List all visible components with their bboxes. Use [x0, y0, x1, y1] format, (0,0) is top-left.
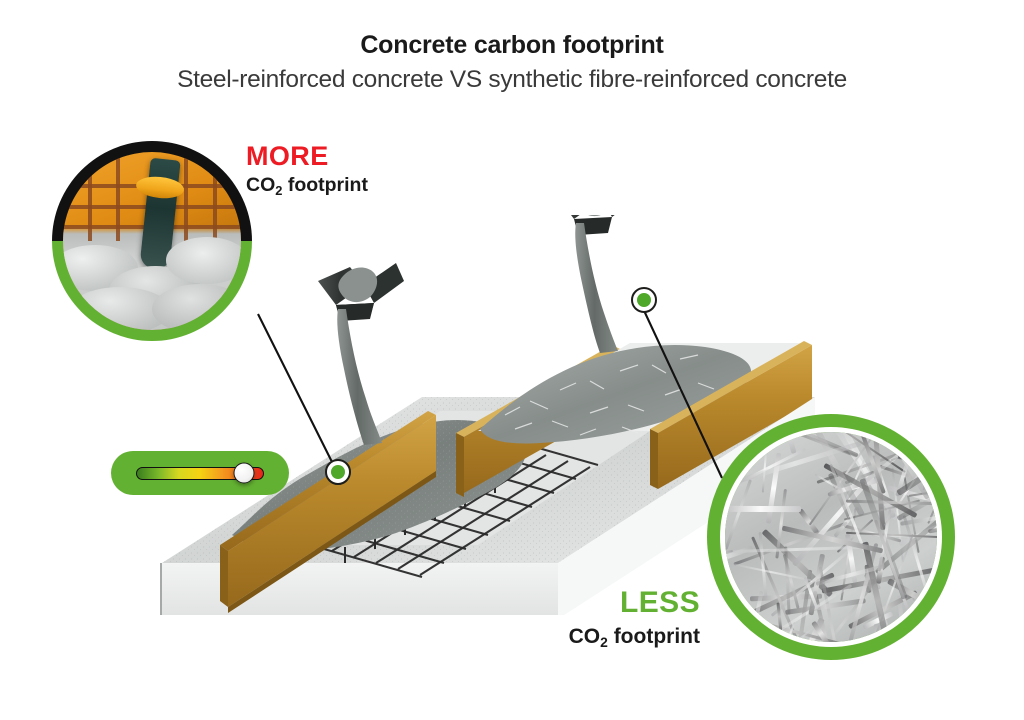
header: Concrete carbon footprint Steel-reinforc… [0, 30, 1024, 96]
marker-dot-steel-reinforced[interactable] [325, 459, 351, 485]
label-less-co2: LESS CO2 footprint [510, 586, 700, 650]
co2-gauge-more[interactable] [111, 451, 289, 495]
less-caption-prefix: CO [568, 625, 601, 648]
less-caption: CO2 footprint [510, 625, 700, 650]
gauge-track[interactable] [136, 462, 264, 484]
fibre-strand [935, 559, 937, 567]
photo-concrete-pour-steel-rebar [63, 152, 241, 330]
callout-badge-less-co2[interactable] [707, 378, 965, 660]
fibre-strand [725, 438, 766, 444]
badge-ring-more [52, 141, 252, 341]
more-caption: CO2 footprint [246, 174, 368, 198]
callout-badge-more-co2[interactable] [48, 141, 289, 495]
marker-dot-core [331, 465, 345, 479]
fibre-strand [725, 451, 742, 474]
more-keyword: MORE [246, 141, 329, 171]
less-keyword: LESS [620, 586, 700, 619]
label-more-co2: MORE CO2 footprint [246, 141, 368, 198]
badge-ring-less [707, 414, 955, 660]
gauge-knob[interactable] [233, 462, 255, 484]
more-caption-sub: 2 [275, 183, 283, 198]
fibre-strand [775, 432, 797, 455]
page-subtitle: Steel-reinforced concrete VS synthetic f… [177, 66, 847, 93]
fibre-strand [725, 478, 752, 550]
more-caption-suffix: footprint [282, 174, 368, 196]
less-caption-sub: 2 [600, 634, 608, 650]
fibre-strand [725, 505, 802, 512]
more-caption-prefix: CO [246, 174, 276, 196]
less-caption-suffix: footprint [607, 625, 700, 648]
marker-dot-core [637, 293, 651, 307]
page-title: Concrete carbon footprint [360, 31, 664, 59]
marker-dot-fibre-reinforced[interactable] [631, 287, 657, 313]
photo-synthetic-fibres [720, 427, 942, 647]
